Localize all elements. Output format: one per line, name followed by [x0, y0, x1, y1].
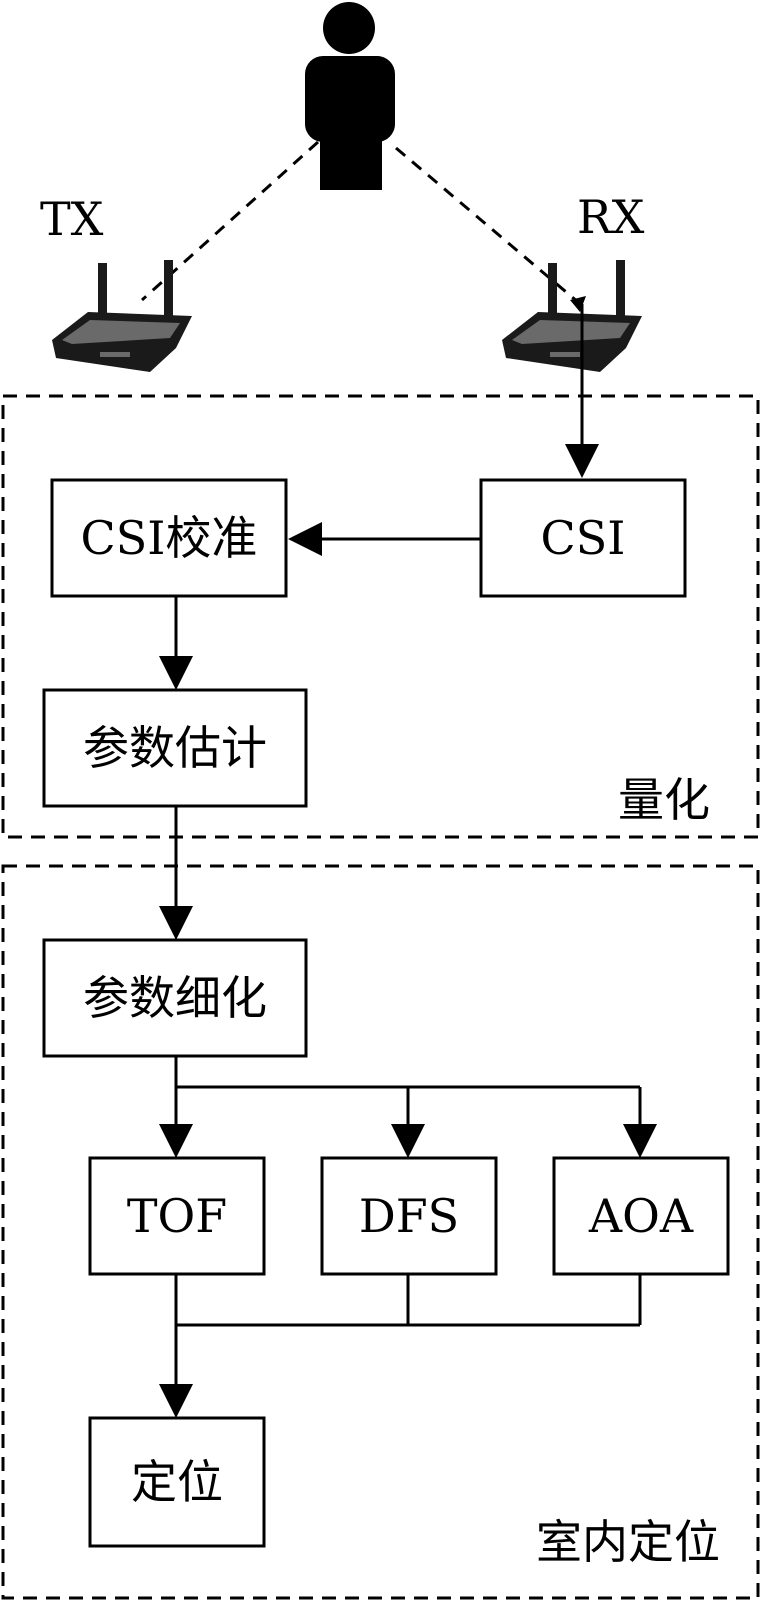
parameter-estimation-box: [42, 688, 308, 808]
arrowhead-to-tof: [159, 1124, 193, 1158]
arrowhead-to-aoa: [623, 1124, 657, 1158]
csi-box-label: CSI: [541, 511, 626, 565]
person-icon: [305, 2, 395, 190]
quantization-group: [1, 394, 760, 839]
arrowhead-to-localization: [159, 1384, 193, 1418]
dfs-box-label: DFS: [359, 1189, 459, 1243]
aoa-box: [552, 1156, 730, 1276]
rx-label: RX: [577, 190, 645, 244]
arrowhead-to-dfs: [391, 1124, 425, 1158]
parameter-refinement-box: [42, 938, 308, 1058]
rx-router-icon: [502, 260, 642, 372]
tx-label: TX: [40, 192, 104, 246]
aoa-box-label: AOA: [588, 1189, 694, 1243]
csi-calibration-box-label: CSI校准: [81, 511, 258, 565]
localization-group-label: 室内定位: [536, 1515, 720, 1569]
tx-router-icon: [52, 260, 192, 372]
quantization-group-label: 量化: [618, 773, 710, 827]
arrowhead-estimation-to-refinement: [159, 906, 193, 940]
arrowhead-calibration-to-estimation: [159, 656, 193, 690]
tof-box: [88, 1156, 266, 1276]
arrowhead-csi-to-calibration: [288, 522, 322, 556]
localization-group: [1, 864, 760, 1600]
parameter-refinement-box-label: 参数细化: [83, 971, 267, 1025]
dfs-box: [320, 1156, 498, 1276]
arrowhead-rx-to-csi: [565, 444, 599, 478]
localization-box-label: 定位: [131, 1455, 223, 1509]
arrowhead-rx-router: [570, 296, 586, 312]
merge-connector: [174, 1274, 642, 1390]
csi-calibration-box: [50, 478, 288, 598]
parameter-estimation-box-label: 参数估计: [83, 721, 267, 775]
localization-box: [88, 1416, 266, 1548]
split-connector: [174, 1056, 642, 1130]
tof-box-label: TOF: [127, 1189, 227, 1243]
